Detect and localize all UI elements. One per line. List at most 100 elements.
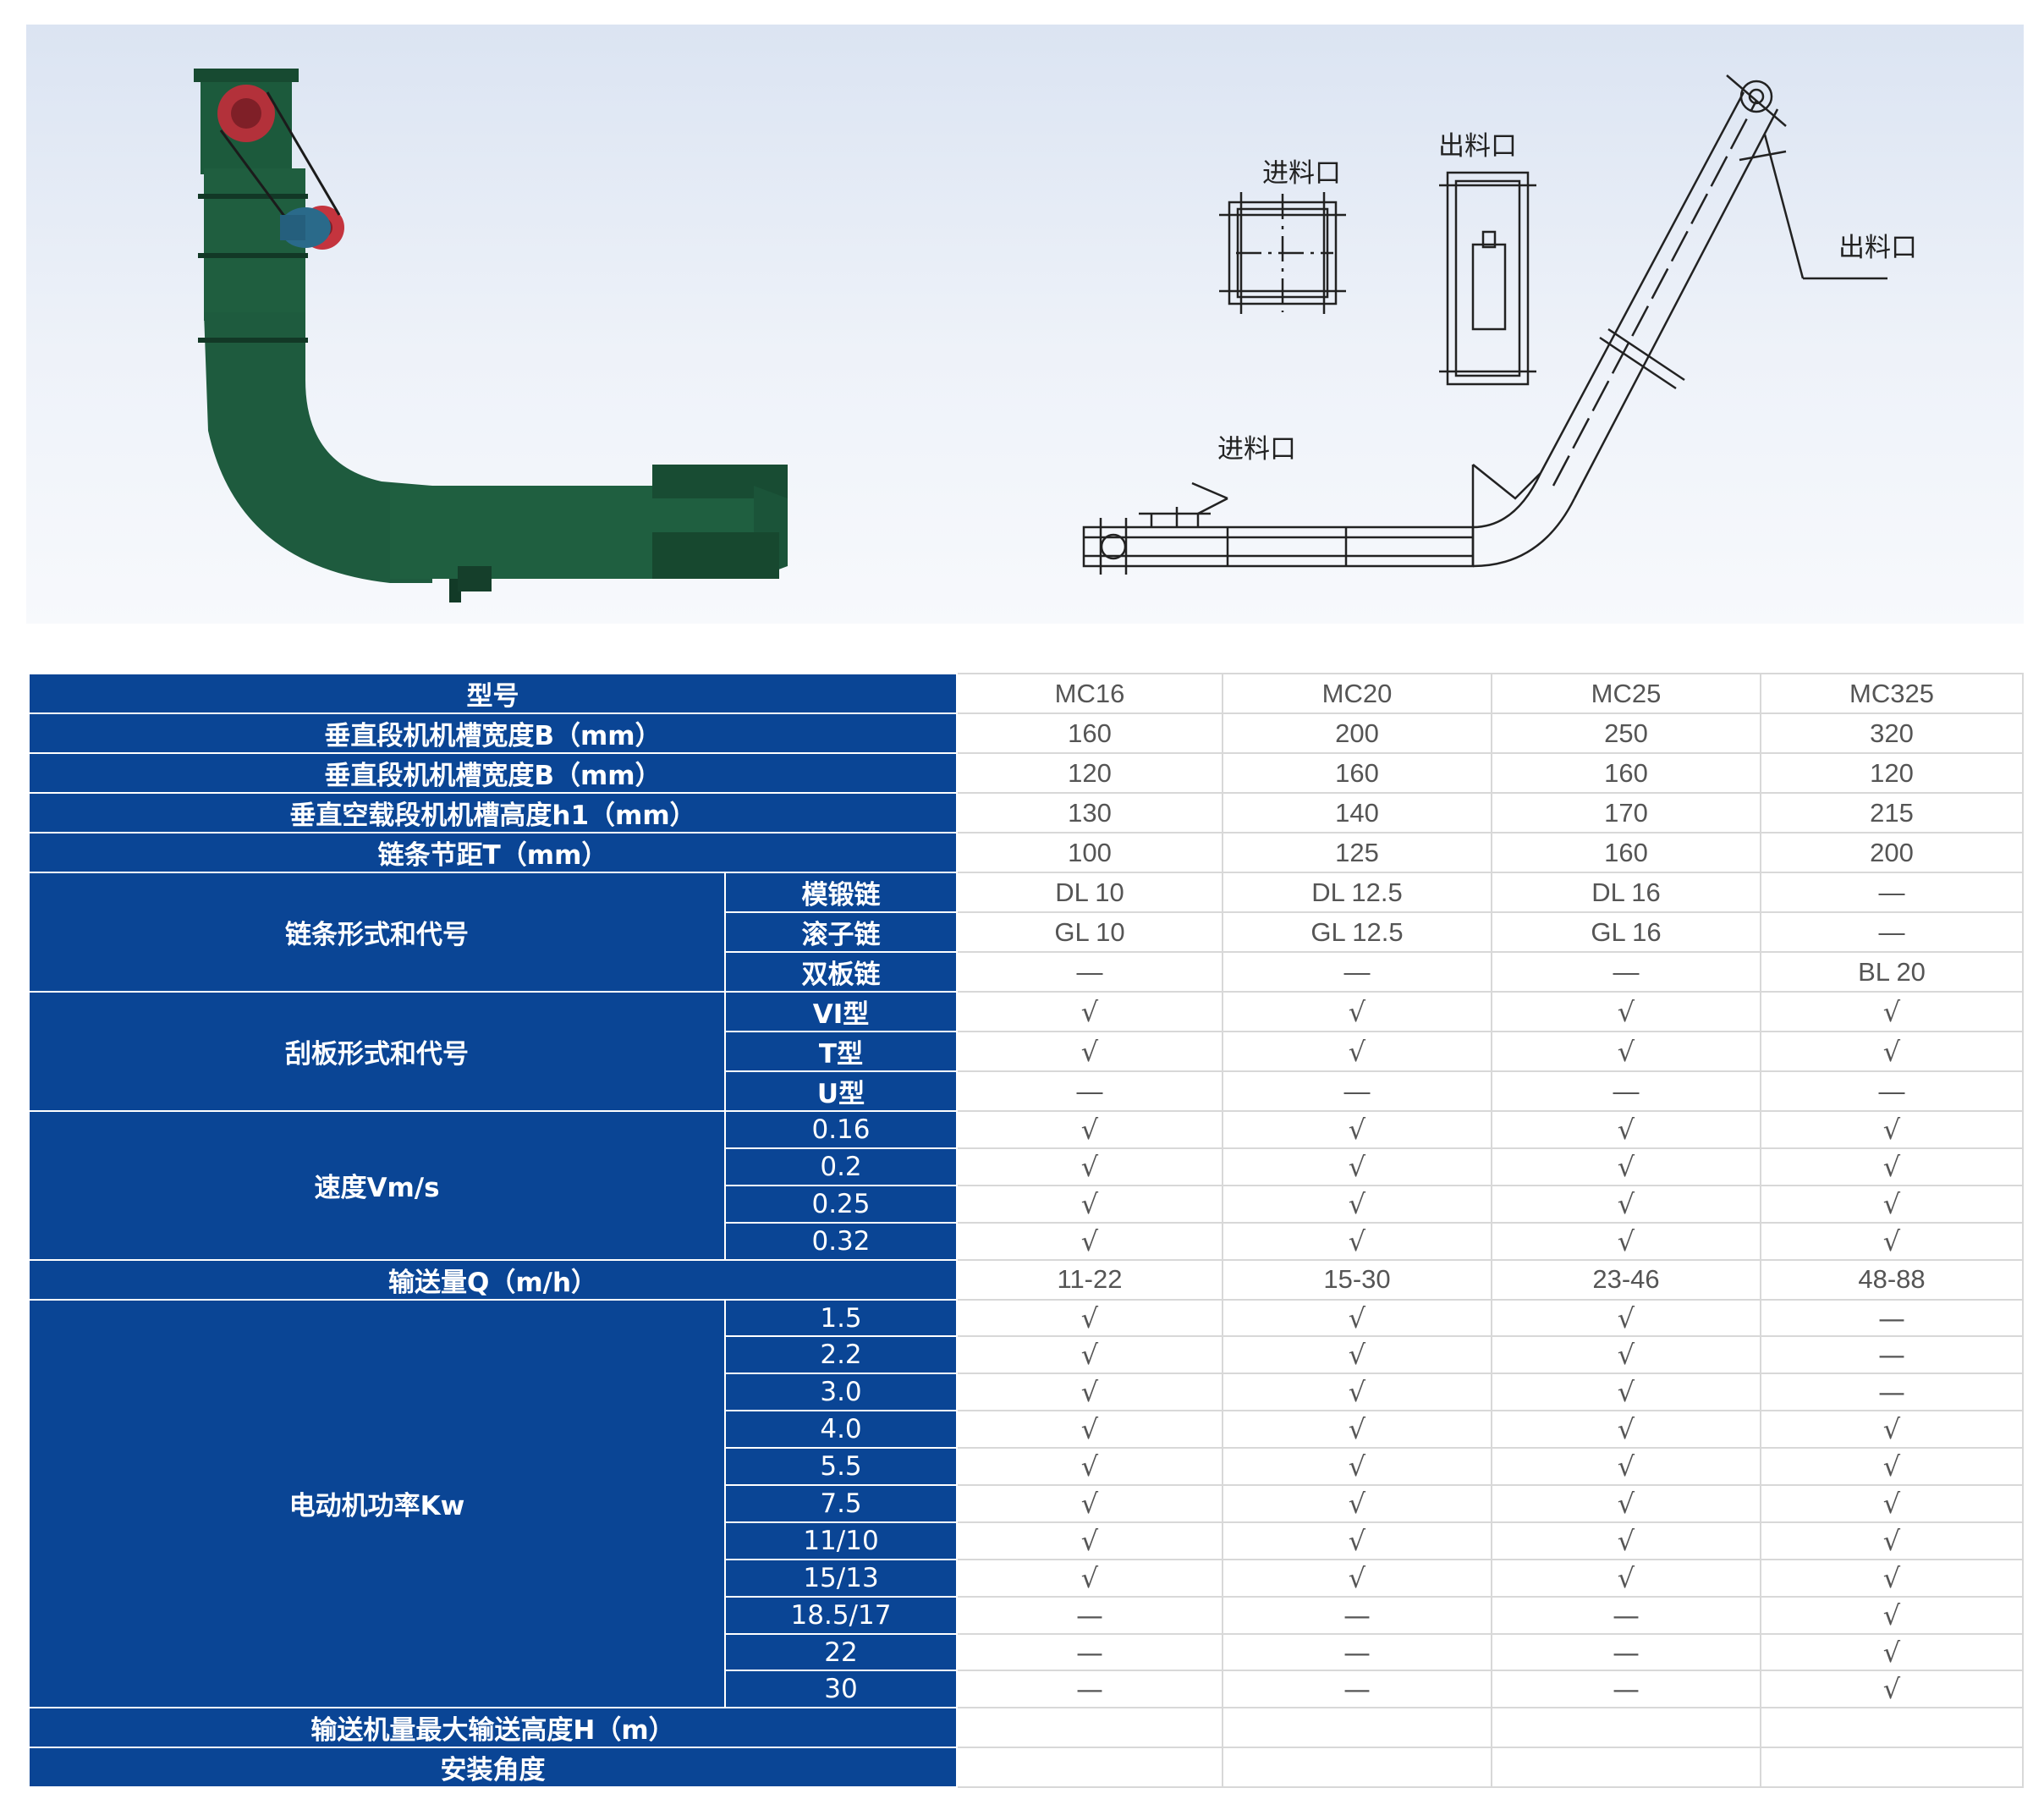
table-cell: √ bbox=[956, 1373, 1223, 1412]
table-row-power: 22 — — — √ bbox=[29, 1632, 2024, 1672]
table-cell: 130 bbox=[956, 793, 1223, 833]
cell-model-mc16: MC16 bbox=[956, 673, 1223, 714]
table-cell: — bbox=[1760, 1373, 2024, 1412]
table-cell: √ bbox=[1491, 1147, 1761, 1186]
table-cell: √ bbox=[1222, 1222, 1492, 1261]
sub-label: 双板链 bbox=[724, 951, 958, 993]
table-cell: BL 20 bbox=[1760, 952, 2024, 993]
table-row-speed: 速度Vm/s 0.16 √ √ √ √ bbox=[28, 1110, 2024, 1261]
row-label-width-b1: 垂直段机机槽宽度B（mm） bbox=[28, 712, 958, 754]
sub-label: 3.0 bbox=[724, 1373, 958, 1412]
table-cell: GL 16 bbox=[1491, 912, 1761, 953]
table-cell: √ bbox=[956, 1411, 1223, 1450]
sub-label: 2.2 bbox=[724, 1335, 958, 1375]
table-cell: √ bbox=[1222, 1411, 1492, 1450]
table-cell: √ bbox=[1491, 1336, 1761, 1375]
row-label-capacity: 输送量Q（m/h） bbox=[28, 1258, 958, 1301]
table-cell: √ bbox=[1491, 1521, 1761, 1560]
table-cell: — bbox=[1760, 1071, 2024, 1112]
table-cell: 125 bbox=[1222, 833, 1492, 873]
table-cell: √ bbox=[956, 1147, 1223, 1186]
table-cell: — bbox=[1222, 1071, 1492, 1112]
table-cell: √ bbox=[956, 1032, 1223, 1072]
table-cell: 120 bbox=[1760, 753, 2024, 794]
table-cell bbox=[1222, 1708, 1492, 1749]
table-cell: √ bbox=[1760, 1185, 2024, 1224]
spec-table: 型号 MC16 MC20 MC25 MC325 垂直段机机槽宽度B（mm） 16… bbox=[28, 673, 2024, 1789]
table-row-power: 7.5 √ √ √ √ bbox=[29, 1484, 2024, 1523]
callout-outlet-box: 出料口 bbox=[1438, 131, 1517, 162]
table-row-height-h1: 垂直空载段机机槽高度h1（mm） 130 140 170 215 bbox=[28, 792, 2024, 833]
table-cell: √ bbox=[1760, 1411, 2024, 1450]
table-cell bbox=[956, 1708, 1223, 1749]
table-row-chain: 滚子链 GL 10 GL 12.5 GL 16 — bbox=[29, 911, 2024, 953]
table-cell: 15-30 bbox=[1222, 1259, 1492, 1301]
table-cell: √ bbox=[956, 1222, 1223, 1261]
table-row-chain: 双板链 — — — BL 20 bbox=[29, 951, 2024, 993]
sub-label: VI型 bbox=[724, 991, 958, 1032]
table-row-chain: 链条形式和代号 模锻链 DL 10 DL 12.5 DL 16 — bbox=[28, 872, 2024, 993]
group-label-scraper: 刮板形式和代号 bbox=[28, 991, 726, 1112]
table-row-power: 18.5/17 — — — √ bbox=[29, 1595, 2024, 1635]
row-label-max-height: 输送机量最大输送高度H（m） bbox=[28, 1707, 958, 1749]
table-cell: √ bbox=[1760, 1448, 2024, 1487]
table-cell: √ bbox=[1760, 1521, 2024, 1560]
table-cell: √ bbox=[1222, 1448, 1492, 1487]
table-cell: — bbox=[1491, 1633, 1761, 1672]
table-cell: √ bbox=[1222, 992, 1492, 1032]
sub-label: 15/13 bbox=[724, 1558, 958, 1598]
table-cell: √ bbox=[1760, 1222, 2024, 1261]
product-illustrations bbox=[194, 69, 1887, 602]
table-cell: √ bbox=[1491, 1299, 1761, 1338]
table-cell: GL 10 bbox=[956, 912, 1223, 953]
table-row-speed: 0.25 √ √ √ √ bbox=[29, 1184, 2024, 1224]
table-cell: 11-22 bbox=[956, 1259, 1223, 1301]
table-cell: — bbox=[956, 1633, 1223, 1672]
table-cell: √ bbox=[1222, 1521, 1492, 1560]
row-label-angle: 安装角度 bbox=[28, 1747, 958, 1789]
sub-label: 30 bbox=[724, 1670, 958, 1709]
cell-model-mc20: MC20 bbox=[1222, 673, 1492, 714]
table-cell: 23-46 bbox=[1491, 1259, 1761, 1301]
conveyor-line-drawing bbox=[1082, 74, 1887, 575]
table-cell: — bbox=[1222, 1633, 1492, 1672]
table-row-power: 电动机功率Kw 1.5 √ √ √ — bbox=[28, 1298, 2024, 1709]
row-label-model: 型号 bbox=[28, 673, 958, 714]
table-cell: √ bbox=[1222, 1185, 1492, 1224]
table-cell: 120 bbox=[956, 753, 1223, 794]
sub-label: 11/10 bbox=[724, 1521, 958, 1560]
table-cell: — bbox=[1760, 1336, 2024, 1375]
table-cell: — bbox=[1760, 1299, 2024, 1338]
table-cell: — bbox=[956, 1071, 1223, 1112]
table-cell: √ bbox=[1222, 1559, 1492, 1598]
row-label-pitch: 链条节距T（mm） bbox=[28, 832, 958, 873]
table-cell: 160 bbox=[1491, 833, 1761, 873]
table-row-speed: 0.32 √ √ √ √ bbox=[29, 1221, 2024, 1261]
table-cell: √ bbox=[956, 1185, 1223, 1224]
sub-label: 18.5/17 bbox=[724, 1595, 958, 1635]
table-cell: √ bbox=[1760, 1485, 2024, 1523]
table-row-width-b2: 垂直段机机槽宽度B（mm） 120 160 160 120 bbox=[28, 752, 2024, 794]
table-row-power: 11/10 √ √ √ √ bbox=[29, 1521, 2024, 1560]
table-row-power: 4.0 √ √ √ √ bbox=[29, 1410, 2024, 1450]
table-cell: √ bbox=[1491, 1411, 1761, 1450]
callout-inlet-box: 进料口 bbox=[1262, 158, 1341, 189]
table-cell: — bbox=[1491, 952, 1761, 993]
table-cell bbox=[956, 1747, 1223, 1789]
sub-label: 0.2 bbox=[724, 1147, 958, 1186]
table-cell: √ bbox=[956, 1299, 1223, 1338]
group-label-speed: 速度Vm/s bbox=[28, 1110, 726, 1261]
table-cell: √ bbox=[1491, 1559, 1761, 1598]
table-cell: — bbox=[1491, 1596, 1761, 1635]
table-cell bbox=[1491, 1708, 1761, 1749]
table-row-model: 型号 MC16 MC20 MC25 MC325 bbox=[28, 673, 2024, 714]
table-cell: √ bbox=[1222, 1032, 1492, 1072]
conveyor-photo bbox=[194, 69, 788, 602]
row-label-width-b2: 垂直段机机槽宽度B（mm） bbox=[28, 752, 958, 794]
table-cell: 170 bbox=[1491, 793, 1761, 833]
table-cell bbox=[1760, 1747, 2024, 1789]
table-cell: — bbox=[956, 952, 1223, 993]
table-cell: √ bbox=[1760, 1111, 2024, 1149]
table-cell: √ bbox=[956, 1111, 1223, 1149]
table-cell: 200 bbox=[1222, 713, 1492, 754]
